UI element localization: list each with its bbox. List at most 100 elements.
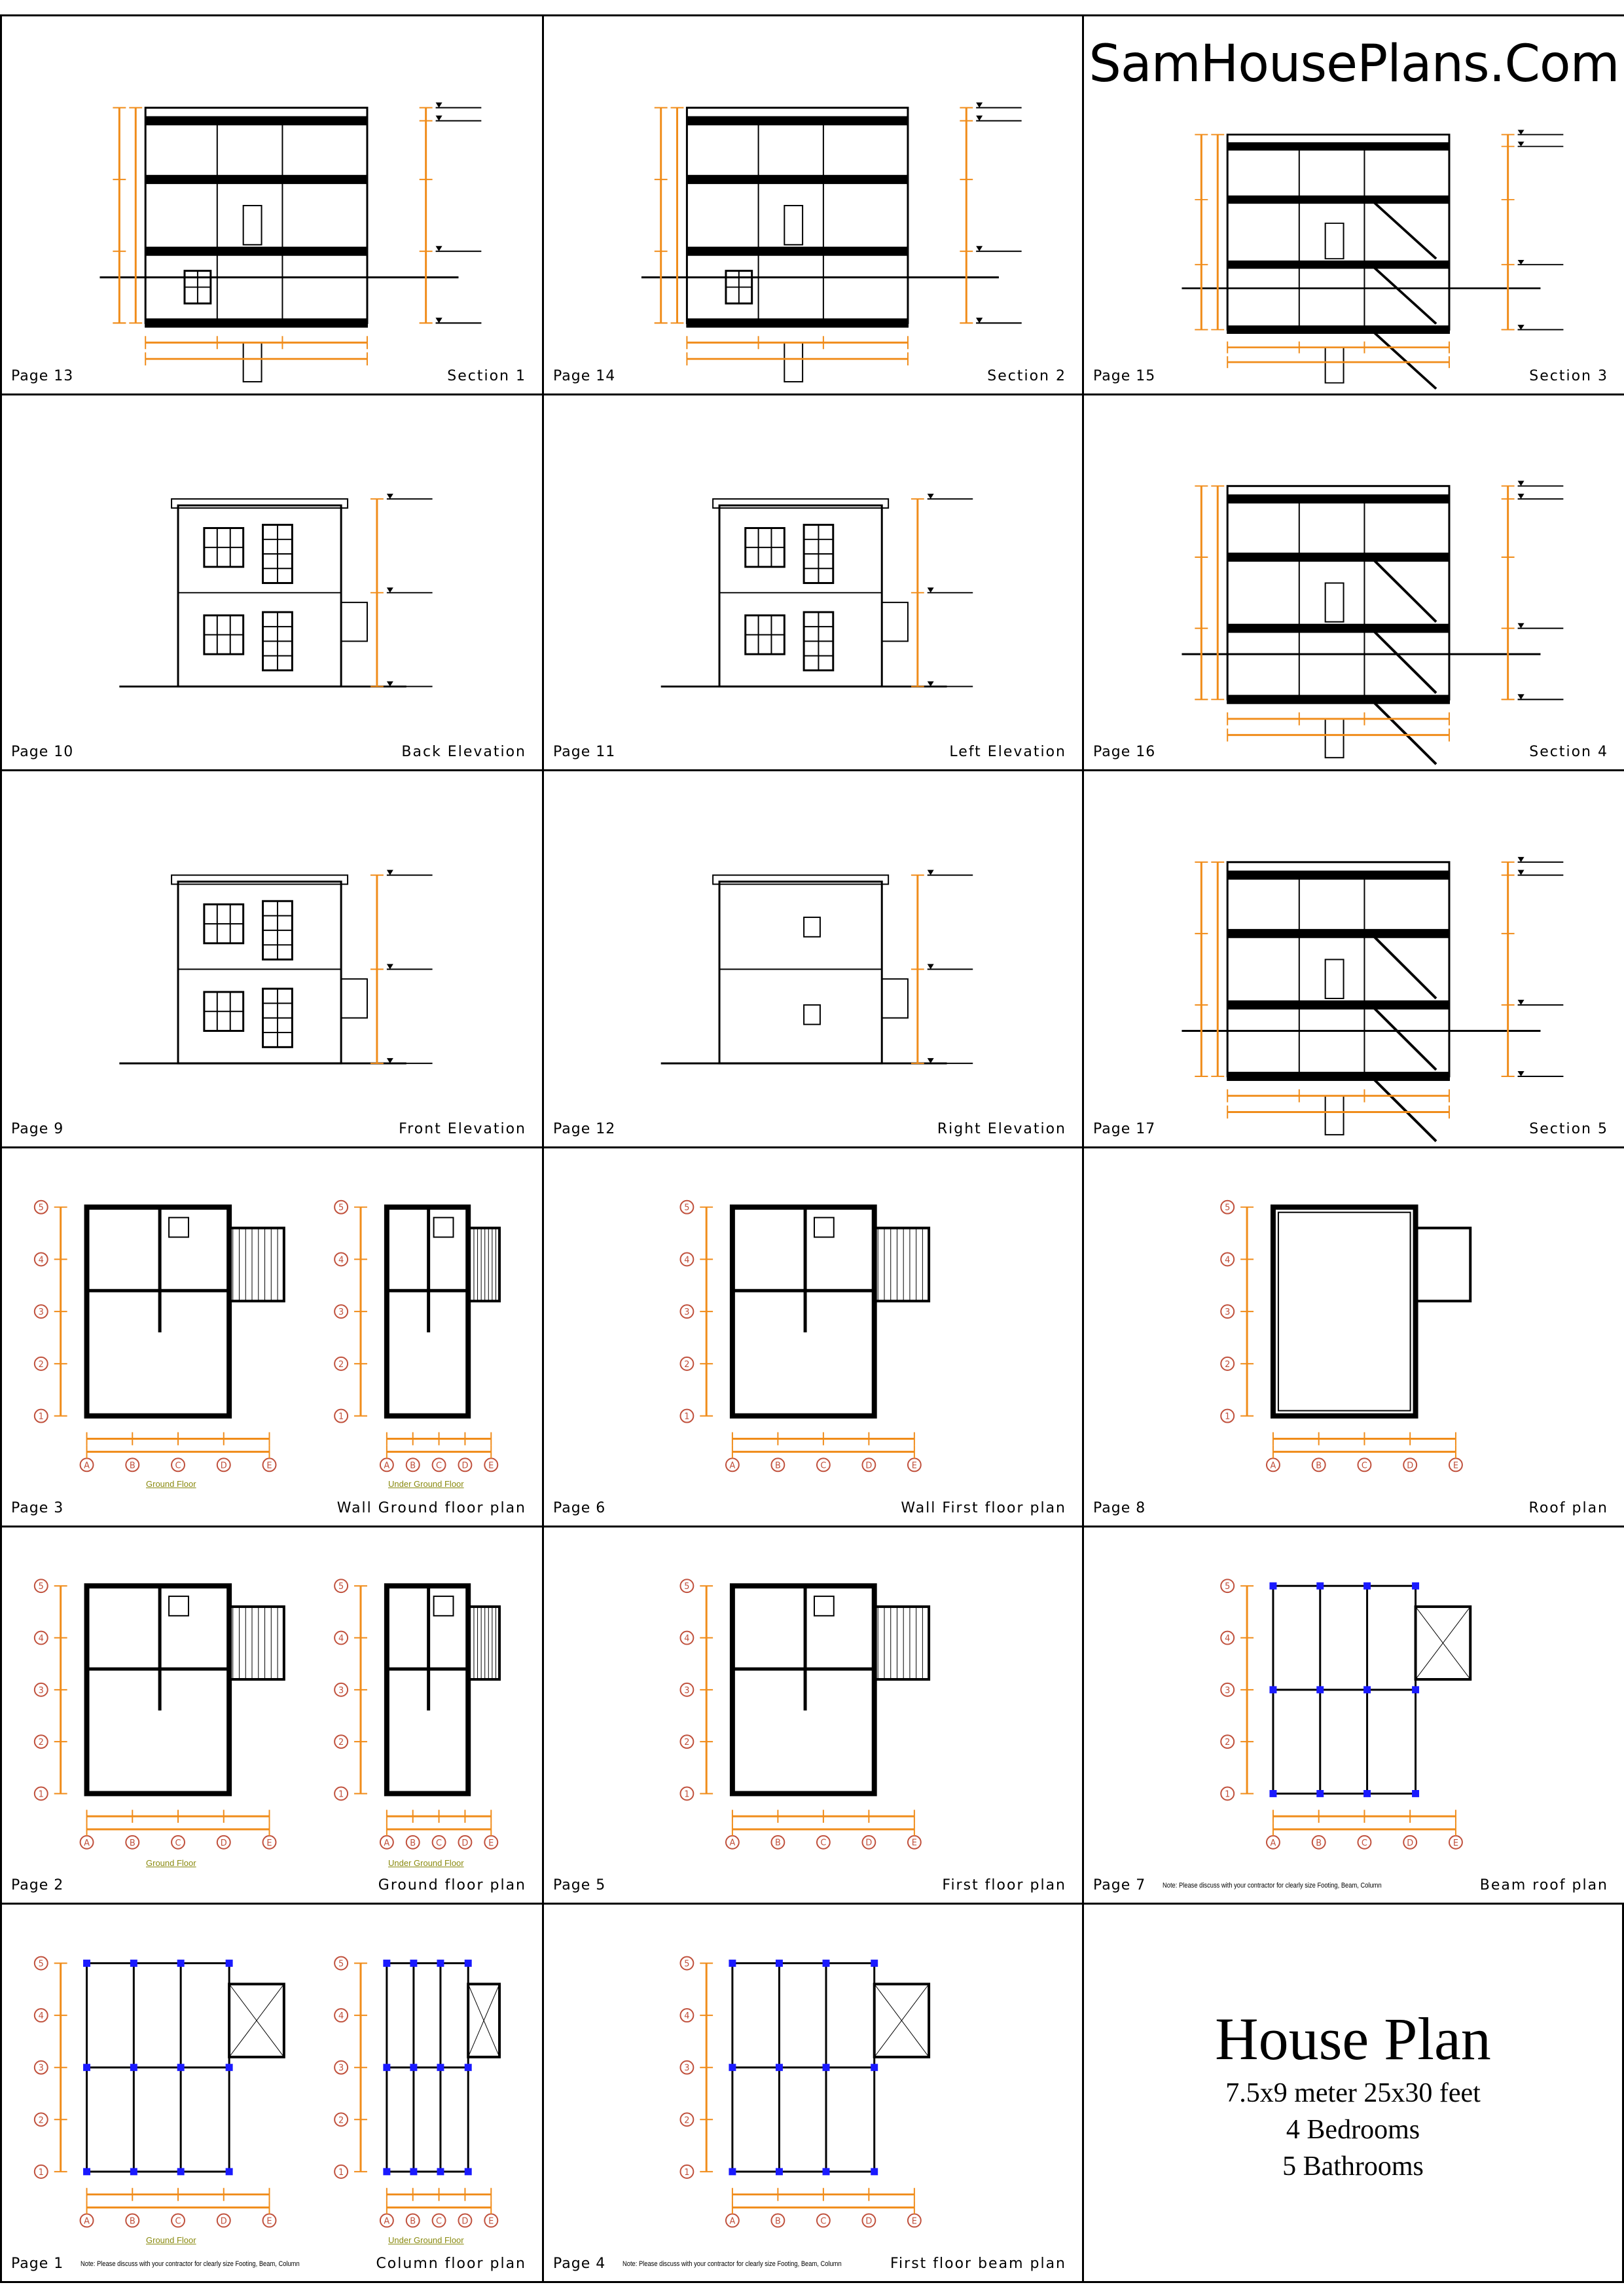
stair-block	[873, 1983, 931, 2058]
door	[1324, 346, 1344, 384]
column	[729, 2064, 736, 2072]
axis-label: 1	[39, 2168, 44, 2178]
dimension-line-vertical	[54, 1206, 67, 1417]
axis-label: 4	[338, 1634, 344, 1644]
dimension-line-horizontal	[386, 1445, 492, 1459]
dimension-line-horizontal	[1227, 356, 1450, 369]
level-marker	[976, 246, 1022, 252]
facade-outline	[718, 504, 883, 688]
dimension-line-horizontal	[731, 1445, 915, 1459]
side-box	[881, 978, 909, 1019]
column	[383, 2064, 391, 2072]
door	[1324, 1095, 1344, 1136]
drawing	[660, 494, 973, 688]
axis-label: 3	[1225, 1307, 1230, 1317]
dimension-line-vertical	[654, 107, 668, 324]
void-cross	[1415, 1606, 1471, 1680]
level-triangle	[435, 318, 442, 323]
dimension-line-horizontal	[1272, 1445, 1456, 1459]
axis-label: 4	[684, 1634, 689, 1643]
axis-label: 3	[39, 2064, 44, 2074]
floor-sublabel: Under Ground Floor	[388, 1479, 464, 1489]
axis-label: A	[84, 1838, 90, 1848]
axis-bubble	[1220, 1734, 1235, 1749]
level-triangle	[386, 869, 393, 875]
dimension-line-vertical	[1501, 485, 1515, 701]
axis-bubble	[770, 1835, 785, 1850]
window	[262, 524, 293, 584]
level-marker	[1517, 481, 1564, 487]
dimension-line-horizontal	[731, 1432, 915, 1446]
axis-label: A	[384, 2216, 389, 2226]
drawing	[119, 494, 433, 688]
axis-bubble	[334, 1304, 349, 1319]
axis-label: D	[221, 2216, 227, 2226]
axis-bubble	[679, 1956, 695, 1971]
drawing	[99, 102, 482, 383]
stair-block	[467, 1983, 501, 2058]
roof-parapet	[171, 498, 349, 509]
level-marker	[976, 318, 1022, 324]
column	[130, 2168, 137, 2176]
floor-slab	[686, 246, 909, 256]
stair-block	[228, 1605, 285, 1681]
stair-flight	[1369, 556, 1437, 623]
axis-bubble	[484, 2213, 499, 2228]
axis-bubble	[679, 1252, 695, 1267]
column	[437, 1960, 444, 1967]
axis-bubble	[679, 1579, 695, 1594]
exterior-wall	[84, 1583, 232, 1797]
stair-block	[1414, 1605, 1472, 1681]
axis-bubble	[431, 1457, 446, 1472]
stair-block	[467, 1226, 501, 1303]
axis-label: 5	[338, 1960, 344, 1969]
floor-slab	[1227, 195, 1450, 204]
window	[262, 611, 293, 672]
axis-label: A	[84, 2216, 90, 2226]
axis-bubble	[216, 1457, 231, 1472]
stair-block	[873, 1605, 931, 1681]
level-marker	[927, 1058, 973, 1065]
stair-flight	[1369, 198, 1437, 260]
axis-bubble	[861, 1835, 876, 1850]
axis-bubble	[458, 1835, 473, 1850]
axis-bubble	[33, 1956, 48, 1971]
sheet-title: Section 4	[1529, 744, 1608, 760]
axis-bubble	[379, 1835, 394, 1850]
drawing	[1182, 481, 1564, 765]
fixture	[168, 1596, 189, 1617]
axis-label: 1	[338, 2168, 344, 2178]
page-number: Page 9	[11, 1121, 64, 1137]
axis-bubble	[79, 2213, 94, 2228]
stair-flight	[1369, 698, 1437, 765]
page-number: Page 5	[553, 1877, 606, 1893]
level-triangle	[1517, 141, 1525, 147]
axis-bubble	[1448, 1457, 1463, 1472]
axis-bubble	[1220, 1682, 1235, 1697]
column	[1363, 1582, 1371, 1590]
axis-bubble	[33, 1682, 48, 1697]
axis-label: D	[1407, 1461, 1413, 1471]
axis-bubble	[125, 2213, 140, 2228]
level-triangle	[1517, 623, 1525, 629]
axis-label: 3	[338, 1307, 344, 1317]
level-triangle	[1517, 259, 1525, 265]
axis-bubble	[334, 1579, 349, 1594]
dimension-line-vertical	[960, 107, 973, 324]
axis-label: 2	[1225, 1360, 1230, 1370]
column	[225, 1960, 233, 1967]
axis-label: B	[775, 1461, 781, 1471]
dimension-line-vertical	[1211, 134, 1225, 331]
stair-flight	[1369, 1004, 1437, 1071]
floor-slab	[145, 318, 368, 328]
